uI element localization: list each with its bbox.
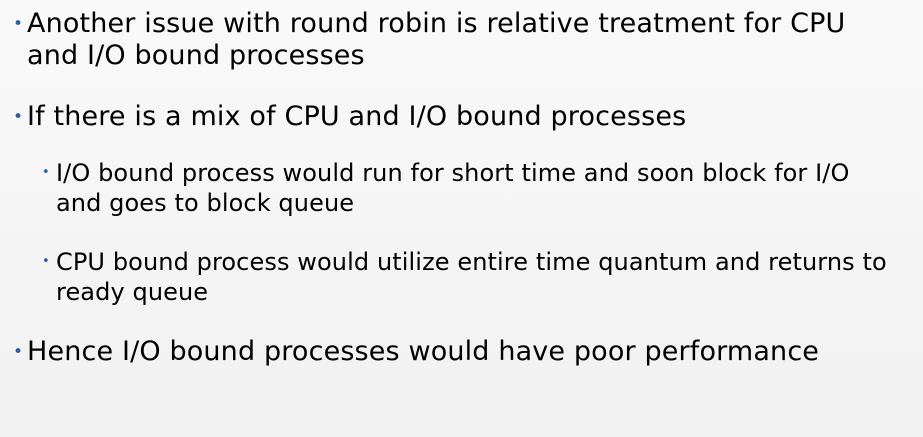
bullet-dot-icon: • <box>13 107 24 127</box>
bullet-text: I/O bound process would run for short ti… <box>56 159 850 217</box>
bullet-process-mix: • If there is a mix of CPU and I/O bound… <box>13 101 903 133</box>
bullet-conclusion: • Hence I/O bound processes would have p… <box>13 336 903 368</box>
bullet-dot-icon: • <box>13 14 24 34</box>
sub-bullet-io-bound: • I/O bound process would run for short … <box>42 158 902 218</box>
bullet-dot-icon: • <box>13 342 24 362</box>
bullet-text: Another issue with round robin is relati… <box>27 8 846 72</box>
bullet-text: Hence I/O bound processes would have poo… <box>27 336 820 367</box>
sub-bullet-cpu-bound: • CPU bound process would utilize entire… <box>42 247 902 307</box>
bullet-text: If there is a mix of CPU and I/O bound p… <box>27 101 687 132</box>
bullet-text: CPU bound process would utilize entire t… <box>56 248 887 306</box>
bullet-round-robin-issue: • Another issue with round robin is rela… <box>13 8 903 73</box>
bullet-dot-icon: • <box>42 165 50 180</box>
bullet-dot-icon: • <box>42 254 50 269</box>
